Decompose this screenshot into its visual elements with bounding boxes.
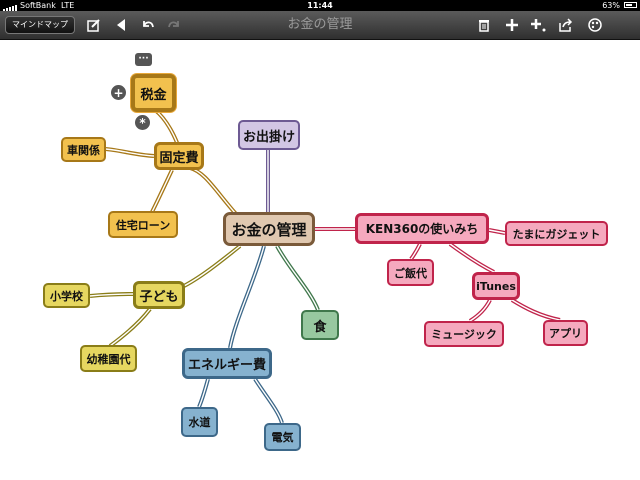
root-node[interactable]: お金の管理 [223, 212, 315, 246]
node-options-button[interactable]: * [135, 115, 150, 130]
node-tax[interactable]: 税金 [131, 74, 176, 112]
node-meals[interactable]: ご飯代 [387, 259, 434, 286]
link-ken-itunes [448, 242, 495, 274]
link-root-food [275, 245, 320, 311]
edit-icon[interactable] [84, 15, 104, 35]
redo-icon[interactable] [164, 15, 184, 35]
undo-icon[interactable] [138, 15, 158, 35]
link-fixed-car [104, 147, 155, 158]
link-energy-electricity [253, 377, 284, 424]
link-fixed-tax [153, 108, 180, 146]
add-sibling-icon[interactable] [528, 15, 548, 35]
node-kids[interactable]: 子ども [133, 281, 185, 309]
link-energy-water [197, 378, 210, 408]
link-kids-elementary [89, 292, 134, 298]
node-music[interactable]: ミュージック [424, 321, 504, 347]
node-outing[interactable]: お出掛け [238, 120, 300, 150]
link-fixed-housing [150, 169, 174, 213]
node-food[interactable]: 食 [301, 310, 339, 340]
node-kindergarten[interactable]: 幼稚園代 [80, 345, 137, 372]
node-car[interactable]: 車関係 [61, 137, 106, 162]
node-itunes[interactable]: iTunes [472, 272, 520, 300]
node-ken360[interactable]: KEN360の使いみち [355, 213, 489, 244]
back-icon[interactable] [111, 15, 131, 35]
link-root-fixed [189, 166, 238, 216]
node-apps[interactable]: アプリ [543, 320, 588, 346]
battery-icon [624, 2, 637, 8]
add-child-icon[interactable] [502, 15, 522, 35]
signal-icon [3, 0, 18, 11]
share-icon[interactable] [556, 15, 576, 35]
node-fixed-costs[interactable]: 固定費 [154, 142, 204, 170]
node-water[interactable]: 水道 [181, 407, 218, 437]
network-type: LTE [60, 1, 75, 10]
link-ken-gadgets [488, 228, 506, 235]
status-bar: SoftBank LTE 11:44 63% [0, 0, 640, 11]
add-node-button[interactable]: + [111, 85, 126, 100]
battery-percent: 63% [602, 1, 620, 10]
node-energy[interactable]: エネルギー費 [182, 348, 272, 379]
trash-icon[interactable] [474, 15, 494, 35]
link-root-energy [228, 245, 266, 349]
palette-icon[interactable] [585, 15, 605, 35]
link-kids-kindergarten [108, 307, 152, 348]
node-elementary-school[interactable]: 小学校 [43, 283, 90, 308]
clock: 11:44 [307, 1, 333, 10]
more-options-button[interactable]: ··· [135, 53, 152, 66]
node-electricity[interactable]: 電気 [264, 423, 301, 451]
carrier-name: SoftBank [20, 1, 56, 10]
node-housing-loan[interactable]: 住宅ローン [108, 211, 178, 238]
link-itunes-apps [510, 298, 561, 322]
link-root-kids [181, 244, 242, 289]
link-itunes-music [468, 299, 492, 323]
carrier-info: SoftBank LTE [3, 0, 74, 11]
mindmap-button[interactable]: マインドマップ [5, 16, 75, 34]
link-ken-meals [409, 243, 422, 261]
node-gadgets[interactable]: たまにガジェット [505, 221, 608, 246]
